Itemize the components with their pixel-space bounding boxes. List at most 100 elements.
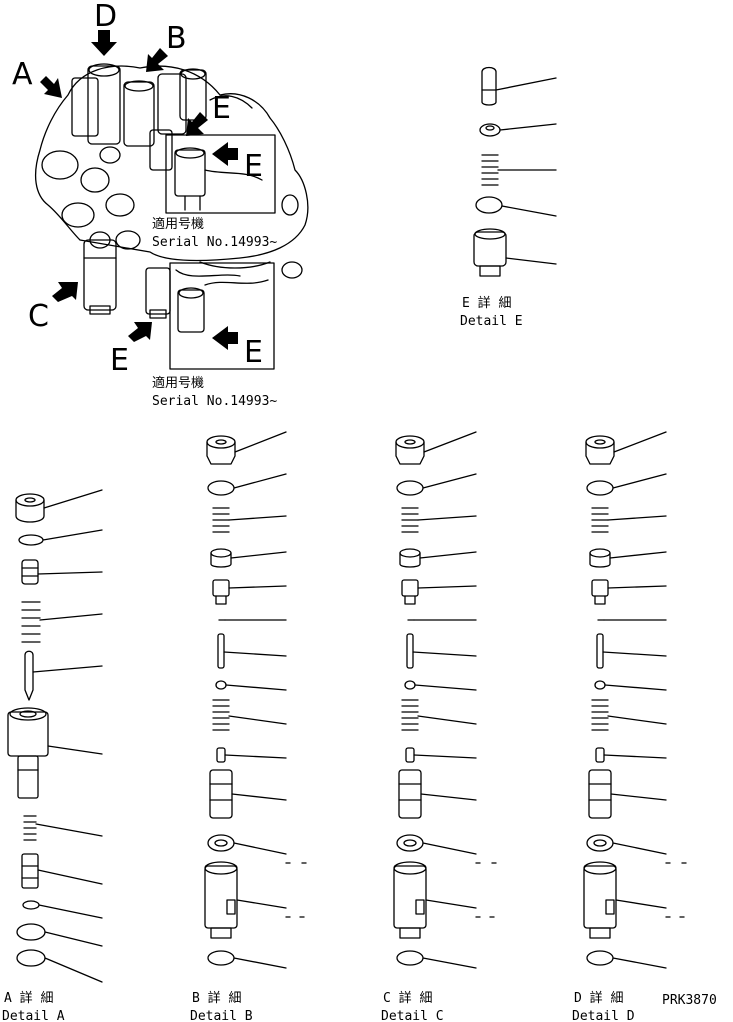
spring-2 xyxy=(212,699,230,731)
leader-line xyxy=(419,551,477,559)
body xyxy=(393,865,427,929)
poppet xyxy=(212,579,230,597)
leader-line xyxy=(234,431,287,453)
leader-line xyxy=(604,684,667,691)
leader-line xyxy=(612,957,667,969)
view-letter-e-inset-bottom: E xyxy=(244,335,263,370)
view-letter-b: B xyxy=(166,21,187,56)
rod xyxy=(596,633,604,669)
leader-line xyxy=(612,473,667,489)
detail-d-parts xyxy=(583,431,687,969)
body-stem xyxy=(589,927,611,939)
rod xyxy=(217,633,225,669)
leader-line xyxy=(417,585,477,589)
spring-2 xyxy=(401,699,419,731)
nut xyxy=(210,552,232,568)
detail-d-title-en: Detail D xyxy=(572,1009,635,1022)
leader-line xyxy=(412,651,477,657)
rod xyxy=(406,633,414,669)
cap-plug xyxy=(395,441,425,465)
poppet xyxy=(401,579,419,597)
cap-plug-top xyxy=(395,435,425,449)
nut-top xyxy=(589,548,611,558)
leader-line xyxy=(233,473,287,489)
leader-line xyxy=(607,585,667,589)
leader-line xyxy=(422,842,477,855)
nut-top xyxy=(399,548,421,558)
leader-line xyxy=(613,431,667,453)
cap-plug-hole xyxy=(215,439,227,445)
inset-lower xyxy=(169,262,275,370)
nut xyxy=(399,552,421,568)
leader-line xyxy=(233,957,287,969)
view-letter-e-top: E xyxy=(212,91,231,126)
leader-line xyxy=(223,651,287,657)
inset-lower-serial: Serial No.14993~ xyxy=(152,394,277,409)
leader-line xyxy=(420,793,477,801)
nut xyxy=(589,552,611,568)
small-plug xyxy=(405,747,415,763)
leader-line xyxy=(233,842,287,855)
detail-c-title-en: Detail C xyxy=(381,1009,444,1022)
detail-c-title-jp: C 詳 細 xyxy=(383,990,432,1006)
view-letter-e-inset-top: E xyxy=(244,149,263,184)
seal xyxy=(396,950,424,966)
poppet-tip xyxy=(215,595,227,605)
leader-line xyxy=(423,431,477,453)
leader-line xyxy=(417,715,477,725)
body xyxy=(583,865,617,929)
detail-d-title-jp: D 詳 細 xyxy=(574,990,623,1006)
detail-a-parts xyxy=(7,489,103,983)
detail-c-parts xyxy=(393,431,497,969)
leader-line xyxy=(422,473,477,489)
spring xyxy=(212,507,230,533)
small-plug xyxy=(216,747,226,763)
leader-line xyxy=(236,899,287,909)
washer-hole xyxy=(214,839,228,847)
leader-line xyxy=(225,684,287,691)
view-letter-d: D xyxy=(94,0,117,34)
cap-plug-top xyxy=(206,435,236,449)
detail-e-title-jp: E 詳 細 xyxy=(462,295,511,311)
body-window xyxy=(605,899,615,915)
pointer-arrows xyxy=(40,30,238,350)
inset-upper-applicable: 適用号機 xyxy=(152,216,204,232)
leader-line xyxy=(228,515,287,521)
detail-b-title-jp: B 詳 細 xyxy=(192,990,241,1006)
leader-line xyxy=(230,551,287,559)
washer-hole xyxy=(593,839,607,847)
inset-upper-serial: Serial No.14993~ xyxy=(152,235,277,250)
leader-line xyxy=(425,899,477,909)
detail-a-title-en: Detail A xyxy=(2,1009,65,1022)
leader-line xyxy=(414,684,477,691)
poppet xyxy=(591,579,609,597)
leader-line xyxy=(609,551,667,559)
inset-lower-applicable: 適用号機 xyxy=(152,375,204,391)
leader-line xyxy=(615,899,667,909)
o-ring xyxy=(396,480,424,496)
body-top xyxy=(204,861,238,875)
valve-assembly-body xyxy=(34,63,309,319)
leader-line xyxy=(231,793,287,801)
piston xyxy=(398,769,422,819)
figure-code: PRK3870 xyxy=(662,993,717,1008)
body-window xyxy=(415,899,425,915)
detail-e-title-en: Detail E xyxy=(460,314,523,329)
spring xyxy=(401,507,419,533)
cap-plug-top xyxy=(585,435,615,449)
view-letter-a: A xyxy=(12,57,33,92)
leader-line xyxy=(228,585,287,589)
poppet-tip xyxy=(594,595,606,605)
leader-line xyxy=(417,515,477,521)
small-ring xyxy=(404,680,416,690)
detail-a-title-jp: A 詳 細 xyxy=(4,990,53,1006)
leader-line xyxy=(610,793,667,801)
leader-line xyxy=(224,754,287,759)
small-ring xyxy=(594,680,606,690)
cap-plug-hole xyxy=(404,439,416,445)
spring-2 xyxy=(591,699,609,731)
detail-e-parts xyxy=(473,66,557,277)
washer xyxy=(396,834,424,852)
leader-line xyxy=(603,754,667,759)
body-top xyxy=(583,861,617,875)
